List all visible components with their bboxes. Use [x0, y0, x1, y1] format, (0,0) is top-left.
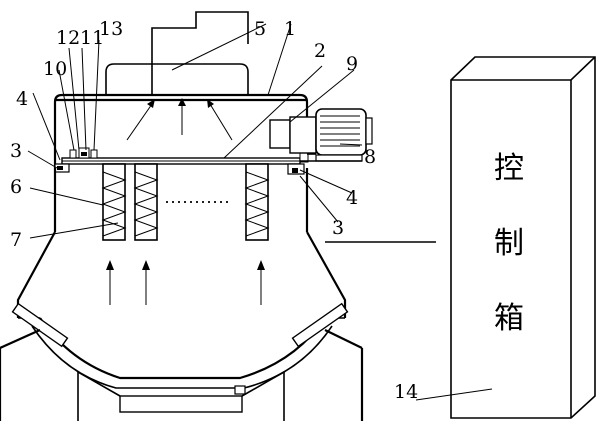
- label-8: 8: [364, 146, 376, 168]
- control-box-char-2: 制: [494, 226, 524, 261]
- control-box-char-1: 控: [494, 151, 524, 186]
- label-13: 13: [99, 18, 123, 40]
- label-2: 2: [314, 40, 326, 62]
- label-5: 5: [254, 18, 266, 40]
- label-4-left: 4: [16, 88, 28, 110]
- label-3-right: 3: [332, 217, 344, 239]
- label-9: 9: [346, 53, 358, 75]
- lower-hopper: [16, 168, 347, 319]
- label-6: 6: [10, 176, 22, 198]
- right-rim-assembly: [287, 149, 309, 175]
- label-12: 12: [56, 27, 80, 49]
- label-11: 11: [80, 27, 104, 49]
- airflow-arrows-lower: [106, 260, 265, 305]
- motor-assembly: [269, 108, 373, 162]
- top-hood: [105, 11, 249, 95]
- leader-lines: [27, 23, 493, 401]
- label-1: 1: [284, 18, 296, 40]
- bottom-trough: [11, 302, 349, 395]
- label-7: 7: [10, 229, 22, 251]
- control-box-char-3: 箱: [494, 301, 524, 336]
- tube-bank: [101, 163, 270, 241]
- label-4-right: 4: [346, 187, 358, 209]
- top-plate: [61, 157, 301, 165]
- part-labels: 5 1 2 9 8 4 3 4 3 10 12 11 13 6 7 14: [10, 18, 418, 403]
- control-box: 控 制 箱: [450, 56, 596, 419]
- label-14: 14: [394, 381, 418, 403]
- label-10: 10: [43, 58, 67, 80]
- label-3-left: 3: [10, 140, 22, 162]
- airflow-arrows-upper: [126, 98, 233, 141]
- base-frame: [0, 328, 364, 421]
